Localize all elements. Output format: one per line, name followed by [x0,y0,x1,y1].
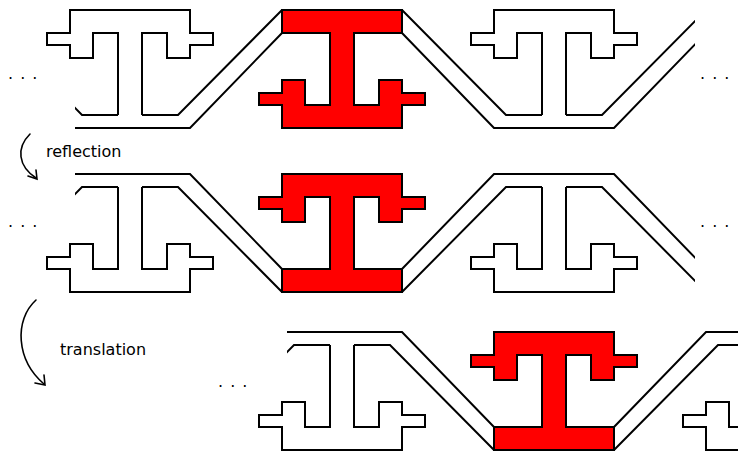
curved-arrow [21,300,45,385]
frieze-row-translated [190,332,738,450]
transform-label: reflection [46,142,121,162]
transform-label: translation [60,340,146,360]
ellipsis: . . . [700,212,730,232]
ellipsis: . . . [8,64,38,84]
frieze-row-reflected [0,174,706,292]
frieze-row [0,10,706,128]
ellipsis: . . . [218,372,248,392]
ellipsis: . . . [8,212,38,232]
ellipsis: . . . [700,64,730,84]
curved-arrow [21,134,37,179]
